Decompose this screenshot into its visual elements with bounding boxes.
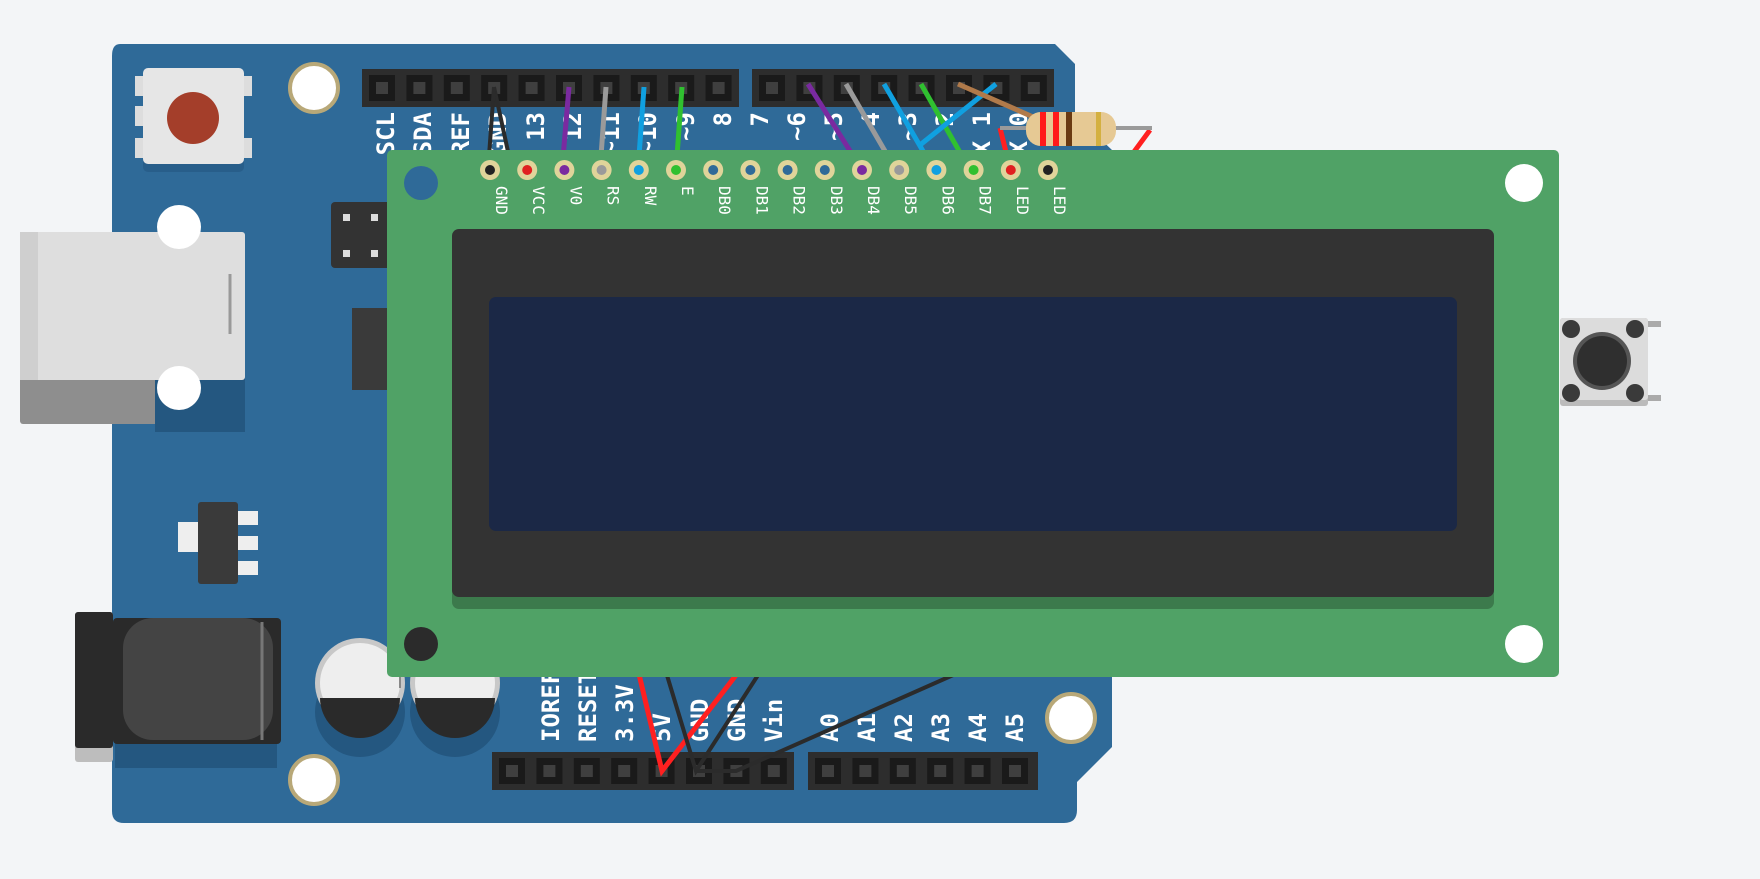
lcd-pin-e[interactable]: E xyxy=(666,160,697,196)
digital-pin-label: 13 xyxy=(522,112,550,141)
mounting-hole-icon xyxy=(157,366,201,410)
lcd-pin-gnd[interactable]: GND xyxy=(480,160,511,215)
mounting-hole-icon xyxy=(288,62,340,114)
lcd-pin-label: LED xyxy=(1013,186,1032,215)
analog-pin-label: A3 xyxy=(927,713,955,742)
header-socket[interactable] xyxy=(759,75,785,101)
mounting-hole-icon xyxy=(404,166,438,200)
header-socket[interactable] xyxy=(760,758,787,784)
header-socket[interactable] xyxy=(406,75,433,101)
reset-button-icon[interactable] xyxy=(135,68,252,172)
header-socket[interactable] xyxy=(443,75,470,101)
lcd-pin-db3[interactable]: DB3 xyxy=(814,160,846,215)
lcd-pin-label: DB0 xyxy=(715,186,734,215)
power-pin-label: IOREF xyxy=(537,670,565,742)
lcd-pin-rs[interactable]: RS xyxy=(591,160,623,205)
lcd-pin-label: DB4 xyxy=(864,186,883,215)
wire-5v-red xyxy=(635,668,742,777)
power-pin-label: Vin xyxy=(760,699,788,742)
power-pin-label: 3.3V xyxy=(611,684,639,742)
header-socket[interactable] xyxy=(573,758,600,784)
capacitor-icon xyxy=(315,638,405,757)
header-socket[interactable] xyxy=(1002,758,1028,784)
lcd-16x2-module[interactable]: GND VCC V0 RS RW E DB0 DB1 DB2 DB3 DB4 DB5 DB6 DB7 LED… xyxy=(387,150,1559,677)
lcd-pin-rw[interactable]: RW xyxy=(628,160,660,206)
digital-pin-label: SCL xyxy=(372,112,400,155)
header-socket[interactable] xyxy=(964,758,991,784)
header-socket[interactable] xyxy=(611,758,638,784)
digital-pin-label: ~6 xyxy=(783,112,811,141)
lcd-pin-label: DB6 xyxy=(938,186,957,215)
header-socket[interactable] xyxy=(927,758,954,784)
wire-brown xyxy=(956,81,1042,123)
lcd-pin-label: RW xyxy=(641,186,660,206)
header-socket[interactable] xyxy=(889,758,916,784)
lcd-pin-label: DB7 xyxy=(976,186,995,215)
analog-pin-label: A2 xyxy=(890,713,918,742)
lcd-pin-label: VCC xyxy=(529,186,548,215)
mounting-hole-icon xyxy=(1505,164,1543,202)
header-socket[interactable] xyxy=(369,75,395,101)
lcd-pin-vcc[interactable]: VCC xyxy=(517,160,548,215)
power-jack-icon xyxy=(75,612,281,768)
lcd-pin-label: DB2 xyxy=(790,186,809,215)
lcd-pin-db1[interactable]: DB1 xyxy=(740,160,771,215)
lcd-pin-db4[interactable]: DB4 xyxy=(852,160,883,215)
header-socket[interactable] xyxy=(852,758,879,784)
header-socket[interactable] xyxy=(499,758,525,784)
lcd-pin-label: LED xyxy=(1050,186,1069,215)
lcd-pin-label: RS xyxy=(604,186,623,205)
lcd-pin-db2[interactable]: DB2 xyxy=(777,160,809,215)
wire-gnd-black-bottom xyxy=(664,670,961,776)
mounting-hole-icon xyxy=(404,627,438,661)
header-socket[interactable] xyxy=(815,758,841,784)
header-socket[interactable] xyxy=(518,75,545,101)
mounting-hole-icon xyxy=(1505,625,1543,663)
lcd-pin-label: E xyxy=(678,186,697,196)
lcd-pin-label: V0 xyxy=(566,186,585,205)
header-socket[interactable] xyxy=(536,758,563,784)
header-socket[interactable] xyxy=(946,75,972,101)
mounting-hole-icon xyxy=(157,205,201,249)
digital-pin-label: SDA xyxy=(409,111,437,155)
power-pin-label: RESET xyxy=(574,670,602,742)
analog-pin-label: A5 xyxy=(1001,713,1029,742)
analog-pin-label: A4 xyxy=(964,713,992,742)
resistor-icon[interactable] xyxy=(1018,112,1152,146)
lcd-pin-led[interactable]: LED xyxy=(1038,160,1069,215)
lcd-pin-label: DB3 xyxy=(827,186,846,215)
lcd-pin-led[interactable]: LED xyxy=(1000,160,1032,215)
lcd-pin-db5[interactable]: DB5 xyxy=(889,160,920,215)
mounting-hole-icon xyxy=(1045,692,1097,744)
lcd-pin-db6[interactable]: DB6 xyxy=(926,160,957,215)
lcd-pin-label: GND xyxy=(492,186,511,215)
header-socket[interactable] xyxy=(705,75,732,101)
digital-pin-label: 7 xyxy=(746,112,774,126)
lcd-pin-v0[interactable]: V0 xyxy=(554,160,585,205)
lcd-pin-label: DB1 xyxy=(752,186,771,215)
mounting-hole-icon xyxy=(288,754,340,806)
header-socket[interactable] xyxy=(1020,75,1047,101)
analog-header xyxy=(808,752,1038,790)
usb-port-icon xyxy=(20,232,245,432)
pushbutton-icon[interactable] xyxy=(1560,318,1661,406)
crystal xyxy=(352,308,392,390)
lcd-pin-db7[interactable]: DB7 xyxy=(963,160,995,215)
lcd-screen xyxy=(489,297,1457,531)
lcd-pin-db0[interactable]: DB0 xyxy=(703,160,734,215)
lcd-pin-label: DB5 xyxy=(901,186,920,215)
icsp-header xyxy=(331,202,391,268)
digital-pin-label: 8 xyxy=(709,112,737,126)
voltage-regulator-icon xyxy=(178,502,258,584)
